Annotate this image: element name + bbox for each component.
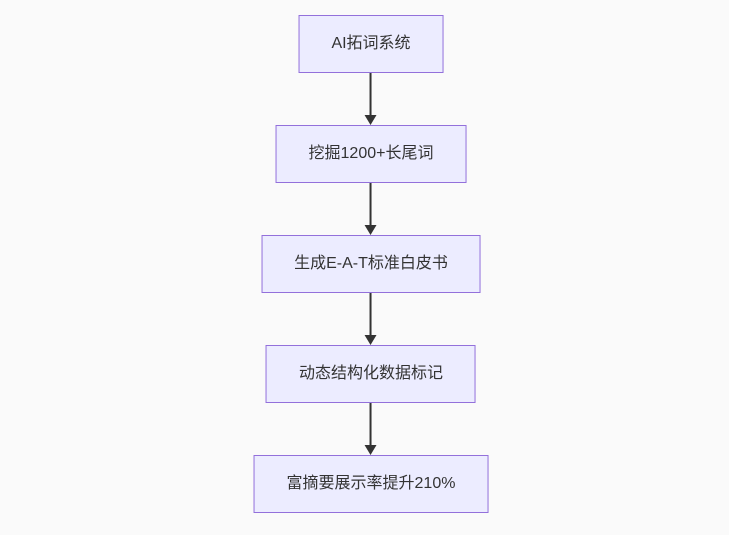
flow-node-label: 富摘要展示率提升210% bbox=[286, 475, 456, 492]
flow-node-step-4: 动态结构化数据标记 bbox=[265, 345, 476, 403]
flow-node-label: 挖掘1200+长尾词 bbox=[308, 145, 434, 162]
flow-node-step-2: 挖掘1200+长尾词 bbox=[275, 125, 467, 183]
arrow-shaft bbox=[370, 403, 372, 446]
flow-node-label: 动态结构化数据标记 bbox=[298, 365, 443, 382]
flow-node-step-1: AI拓词系统 bbox=[298, 15, 444, 73]
arrowhead-down-icon bbox=[365, 115, 377, 125]
flow-node-step-3: 生成E-A-T标准白皮书 bbox=[261, 235, 481, 293]
arrowhead-down-icon bbox=[365, 225, 377, 235]
flowchart-canvas: AI拓词系统 挖掘1200+长尾词 生成E-A-T标准白皮书 动态结构化数据标记… bbox=[253, 15, 489, 513]
flow-node-label: AI拓词系统 bbox=[331, 35, 411, 52]
arrow-shaft bbox=[370, 183, 372, 226]
flow-arrow-2-3 bbox=[365, 183, 377, 235]
arrowhead-down-icon bbox=[365, 335, 377, 345]
flow-node-step-5: 富摘要展示率提升210% bbox=[253, 455, 489, 513]
flow-arrow-3-4 bbox=[365, 293, 377, 345]
arrow-shaft bbox=[370, 73, 372, 116]
arrow-shaft bbox=[370, 293, 372, 336]
flow-arrow-4-5 bbox=[365, 403, 377, 455]
flow-arrow-1-2 bbox=[365, 73, 377, 125]
flow-node-label: 生成E-A-T标准白皮书 bbox=[294, 255, 448, 272]
arrowhead-down-icon bbox=[365, 445, 377, 455]
